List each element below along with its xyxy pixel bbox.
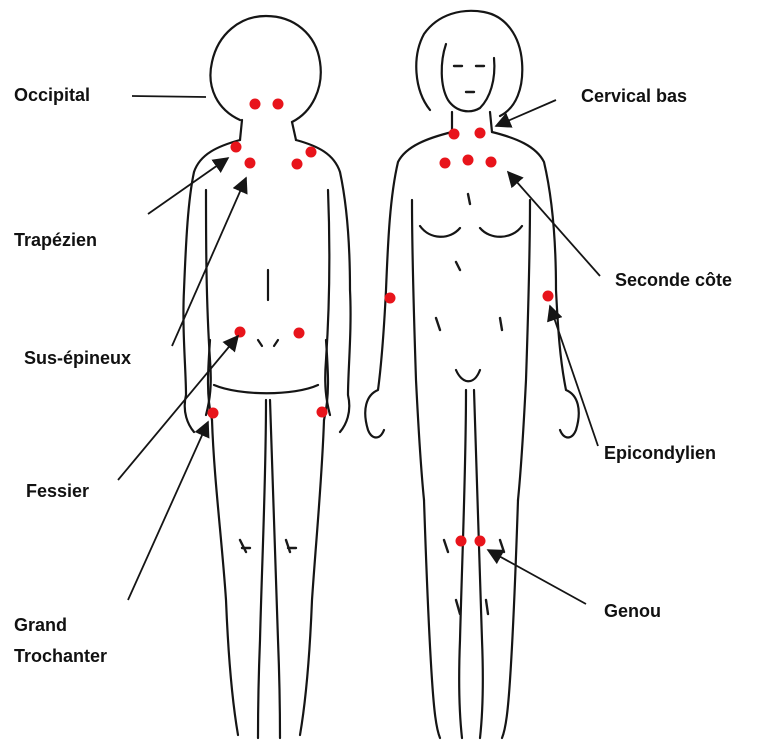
figure-back-view [183,16,350,738]
front-groin-outline [456,370,480,381]
dot-gluteal-left [235,327,246,338]
arrow-grand-trochanter [128,422,208,600]
label-trapezien: Trapézien [14,230,97,250]
back-spine-line [258,270,278,346]
dot-occipital-left [250,99,261,110]
label-fessier: Fessier [26,481,89,501]
dot-low-cervical-left [449,129,460,140]
label-cervical-bas: Cervical bas [581,86,687,106]
label-genou: Genou [604,601,661,621]
dot-knee-right [475,536,486,547]
back-hips-outline [208,340,328,420]
dot-trochanter-left [208,408,219,419]
dot-trochanter-right [317,407,328,418]
front-hair-outline [416,11,522,116]
front-torso-sides [412,200,530,500]
back-inner-arm-outline [206,190,330,415]
dot-second-rib-right [486,157,497,168]
label-epicondylien: Epicondylien [604,443,716,463]
front-neck-outline [452,112,492,132]
dot-gluteal-right [294,328,305,339]
dot-trapezius-left [231,142,242,153]
labels: Occipital Trapézien Sus-épineux Fessier … [14,85,732,666]
arrow-epicondylien [550,306,598,446]
front-face-outline [442,44,495,111]
dot-supraspinatus-right [292,159,303,170]
dot-second-rib-left [440,158,451,169]
label-seconde-cote: Seconde côte [615,270,732,290]
front-body-outline [365,132,579,438]
back-head-outline [210,16,320,122]
front-legs-outline [424,390,518,738]
arrow-occipital [132,96,206,97]
arrow-genou [488,550,586,604]
back-knee-marks [240,540,296,552]
front-face-features [454,66,484,92]
label-grand-trochanter-line1: Grand [14,615,67,635]
front-body-marks [436,194,504,614]
dot-epicondyle-right [543,291,554,302]
dot-second-rib-mid [463,155,474,166]
front-chest-outline [420,226,522,237]
dot-low-cervical-right [475,128,486,139]
dot-supraspinatus-left [245,158,256,169]
label-sus-epineux: Sus-épineux [24,348,131,368]
figure-front-view [365,11,579,738]
arrow-seconde-cote [508,172,600,276]
dot-epicondyle-left [385,293,396,304]
label-occipital: Occipital [14,85,90,105]
back-neck-outline [240,120,296,140]
dot-occipital-right [273,99,284,110]
dot-trapezius-right [306,147,317,158]
label-grand-trochanter-line2: Trochanter [14,646,107,666]
arrow-fessier [118,336,238,480]
back-legs-outline [212,400,324,738]
dot-knee-left [456,536,467,547]
